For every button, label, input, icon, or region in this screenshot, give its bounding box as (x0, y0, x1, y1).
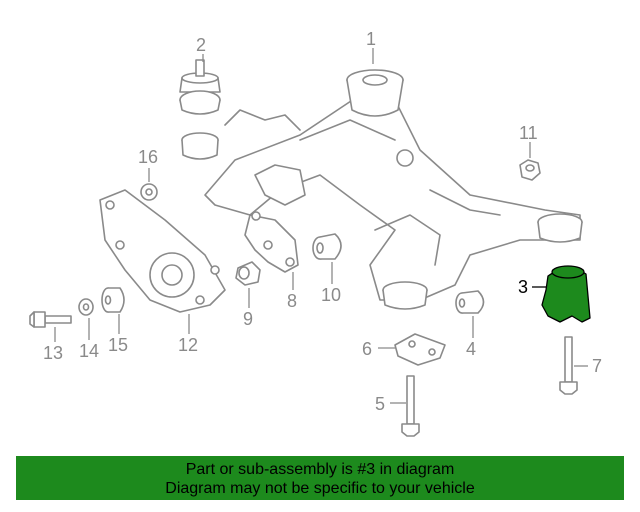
callout-16: 16 (138, 147, 159, 167)
callout-13: 13 (43, 343, 64, 363)
subframe-part-1[interactable] (181, 69, 583, 310)
bolt-part-13[interactable] (29, 311, 72, 328)
bolt-part-5[interactable] (401, 375, 420, 437)
callout-9: 9 (243, 309, 254, 329)
bushing-part-15[interactable] (101, 287, 125, 313)
callout-8: 8 (287, 291, 298, 311)
info-banner: Part or sub-assembly is #3 in diagram Di… (16, 456, 624, 500)
bolt-part-7[interactable] (559, 336, 578, 395)
callout-2: 2 (196, 35, 207, 55)
banner-line-2: Diagram may not be specific to your vehi… (165, 480, 475, 497)
callout-14: 14 (79, 341, 100, 361)
mount-part-3-highlighted[interactable] (541, 265, 591, 323)
callout-15: 15 (108, 335, 129, 355)
callout-5: 5 (375, 394, 386, 414)
plate-part-6[interactable] (394, 333, 446, 366)
callout-7: 7 (592, 356, 603, 376)
callout-3: 3 (518, 277, 529, 297)
callout-12: 12 (178, 335, 199, 355)
washer-part-16[interactable] (140, 183, 158, 201)
bracket-part-8[interactable] (244, 211, 299, 273)
parts-diagram (29, 48, 591, 437)
callout-10: 10 (321, 285, 342, 305)
bushing-part-9[interactable] (235, 261, 261, 286)
banner-line-1: Part or sub-assembly is #3 in diagram (185, 461, 455, 478)
callout-6: 6 (362, 339, 373, 359)
diff-cover-part-12[interactable] (99, 189, 226, 313)
washer-part-14[interactable] (78, 298, 94, 316)
mount-part-2[interactable] (179, 59, 221, 115)
bushing-part-4[interactable] (455, 290, 485, 314)
callout-11: 11 (519, 123, 538, 143)
callout-4: 4 (466, 339, 477, 359)
nut-part-11[interactable] (519, 159, 541, 181)
bushing-part-10[interactable] (312, 233, 342, 260)
callout-1: 1 (366, 29, 377, 49)
